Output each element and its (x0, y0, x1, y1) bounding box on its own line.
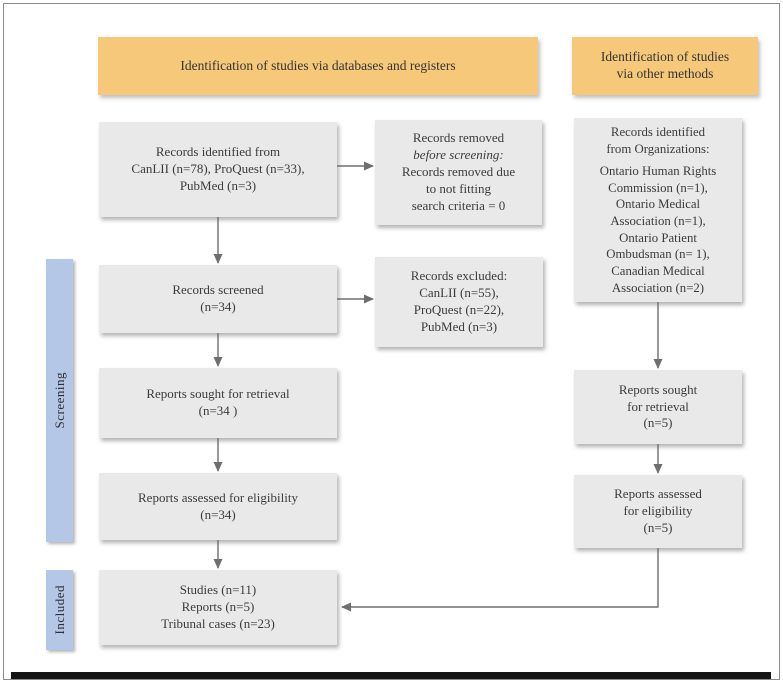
box-reports-assessed-eligibility: Reports assessed for eligibility(n=34) (99, 473, 337, 540)
figure-bottom-rule (11, 672, 771, 679)
box-records-excluded: Records excluded:CanLII (n=55),ProQuest … (375, 257, 543, 347)
figure-border (3, 3, 780, 680)
sidebar-screening: Screening (46, 259, 73, 542)
box-reports-assessed-eligibility-text: Reports assessed for eligibility(n=34) (138, 489, 298, 522)
header-databases-registers-text: Identification of studies via databases … (180, 57, 456, 73)
box-included-studies-text: Studies (n=11)Reports (n=5)Tribunal case… (161, 582, 275, 631)
box-reports-sought-retrieval: Reports sought for retrieval(n=34 ) (99, 368, 337, 438)
box-reports-sought-retrieval-text: Reports sought for retrieval(n=34 ) (146, 386, 290, 418)
box-included-studies: Studies (n=11)Reports (n=5)Tribunal case… (99, 570, 337, 645)
box-records-screened: Records screened(n=34) (99, 265, 337, 333)
sidebar-included: Included (46, 570, 73, 650)
sidebar-screening-label: Screening (51, 372, 67, 429)
box-records-excluded-text: Records excluded:CanLII (n=55),ProQuest … (410, 268, 508, 334)
sidebar-included-label: Included (51, 585, 67, 635)
box-records-screened-text: Records screened(n=34) (172, 282, 264, 314)
header-databases-registers: Identification of studies via databases … (98, 37, 538, 95)
